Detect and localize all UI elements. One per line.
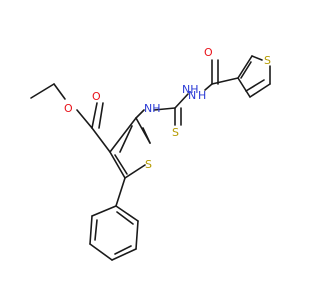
nh-hydrazine-h-label-2: H	[198, 89, 206, 102]
bond	[237, 55, 253, 79]
bond	[91, 102, 98, 129]
thiophene-sulfur-main-label: S	[145, 158, 152, 171]
nh-hydrazine-label-1: NH	[182, 83, 199, 96]
bond	[249, 83, 271, 98]
bond	[114, 154, 128, 175]
bond	[237, 77, 251, 98]
bond	[94, 219, 98, 241]
bond	[109, 151, 126, 179]
bond	[116, 211, 134, 225]
bond	[153, 107, 176, 111]
bond	[30, 83, 55, 99]
bond	[245, 79, 265, 92]
bond	[53, 83, 66, 100]
bond	[211, 77, 239, 85]
bond	[251, 55, 263, 61]
thiophene-sulfur-right-label: S	[264, 54, 271, 67]
ester-carbonyl-oxygen-label: O	[92, 90, 101, 103]
bond	[115, 205, 139, 222]
ester-ether-oxygen-label: O	[64, 102, 73, 115]
nh-amine-label: NH	[144, 102, 161, 115]
bond	[135, 109, 145, 119]
bond	[204, 83, 213, 91]
bond	[111, 248, 137, 261]
bond	[135, 220, 139, 250]
bond	[91, 127, 111, 153]
bond	[240, 61, 252, 79]
bond	[109, 117, 137, 153]
bond	[119, 125, 133, 153]
bond	[115, 177, 126, 207]
bond	[91, 205, 117, 217]
bond	[124, 164, 146, 179]
nh-hydrazine-label-2: N	[188, 89, 196, 102]
molecule-canvas: O O O S S S NH NH N H	[30, 46, 271, 261]
bond	[142, 127, 151, 144]
molecule-structure: O O O S S S NH NH N H	[30, 46, 271, 261]
bond	[98, 102, 104, 129]
amide-oxygen-label: O	[204, 46, 213, 59]
thiourea-sulfur-label: S	[172, 126, 179, 139]
bond	[89, 215, 93, 245]
bond	[89, 243, 113, 261]
bond	[76, 109, 93, 129]
bond	[174, 93, 189, 109]
bond	[114, 245, 132, 255]
